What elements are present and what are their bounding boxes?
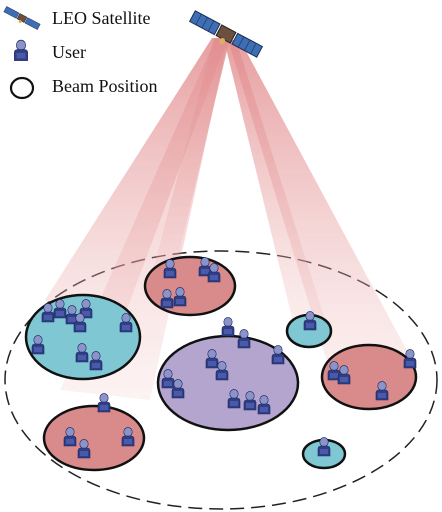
beam-position bbox=[320, 343, 418, 411]
satellite-icon bbox=[3, 6, 41, 30]
coverage-area bbox=[4, 250, 438, 510]
user-icon bbox=[13, 39, 29, 62]
beam-cone bbox=[228, 40, 412, 372]
user-icon bbox=[221, 316, 235, 337]
beam-position bbox=[143, 255, 237, 317]
legend-user-label: User bbox=[52, 42, 86, 62]
satellite-icon bbox=[188, 10, 264, 58]
beam-position bbox=[42, 404, 146, 472]
legend-satellite-label: LEO Satellite bbox=[52, 8, 150, 28]
legend: LEO Satellite User Beam Position bbox=[3, 6, 158, 100]
beam-position-icon bbox=[9, 76, 35, 100]
user-icon bbox=[97, 392, 111, 413]
user-icon bbox=[237, 328, 251, 349]
legend-beam-label: Beam Position bbox=[52, 76, 158, 96]
